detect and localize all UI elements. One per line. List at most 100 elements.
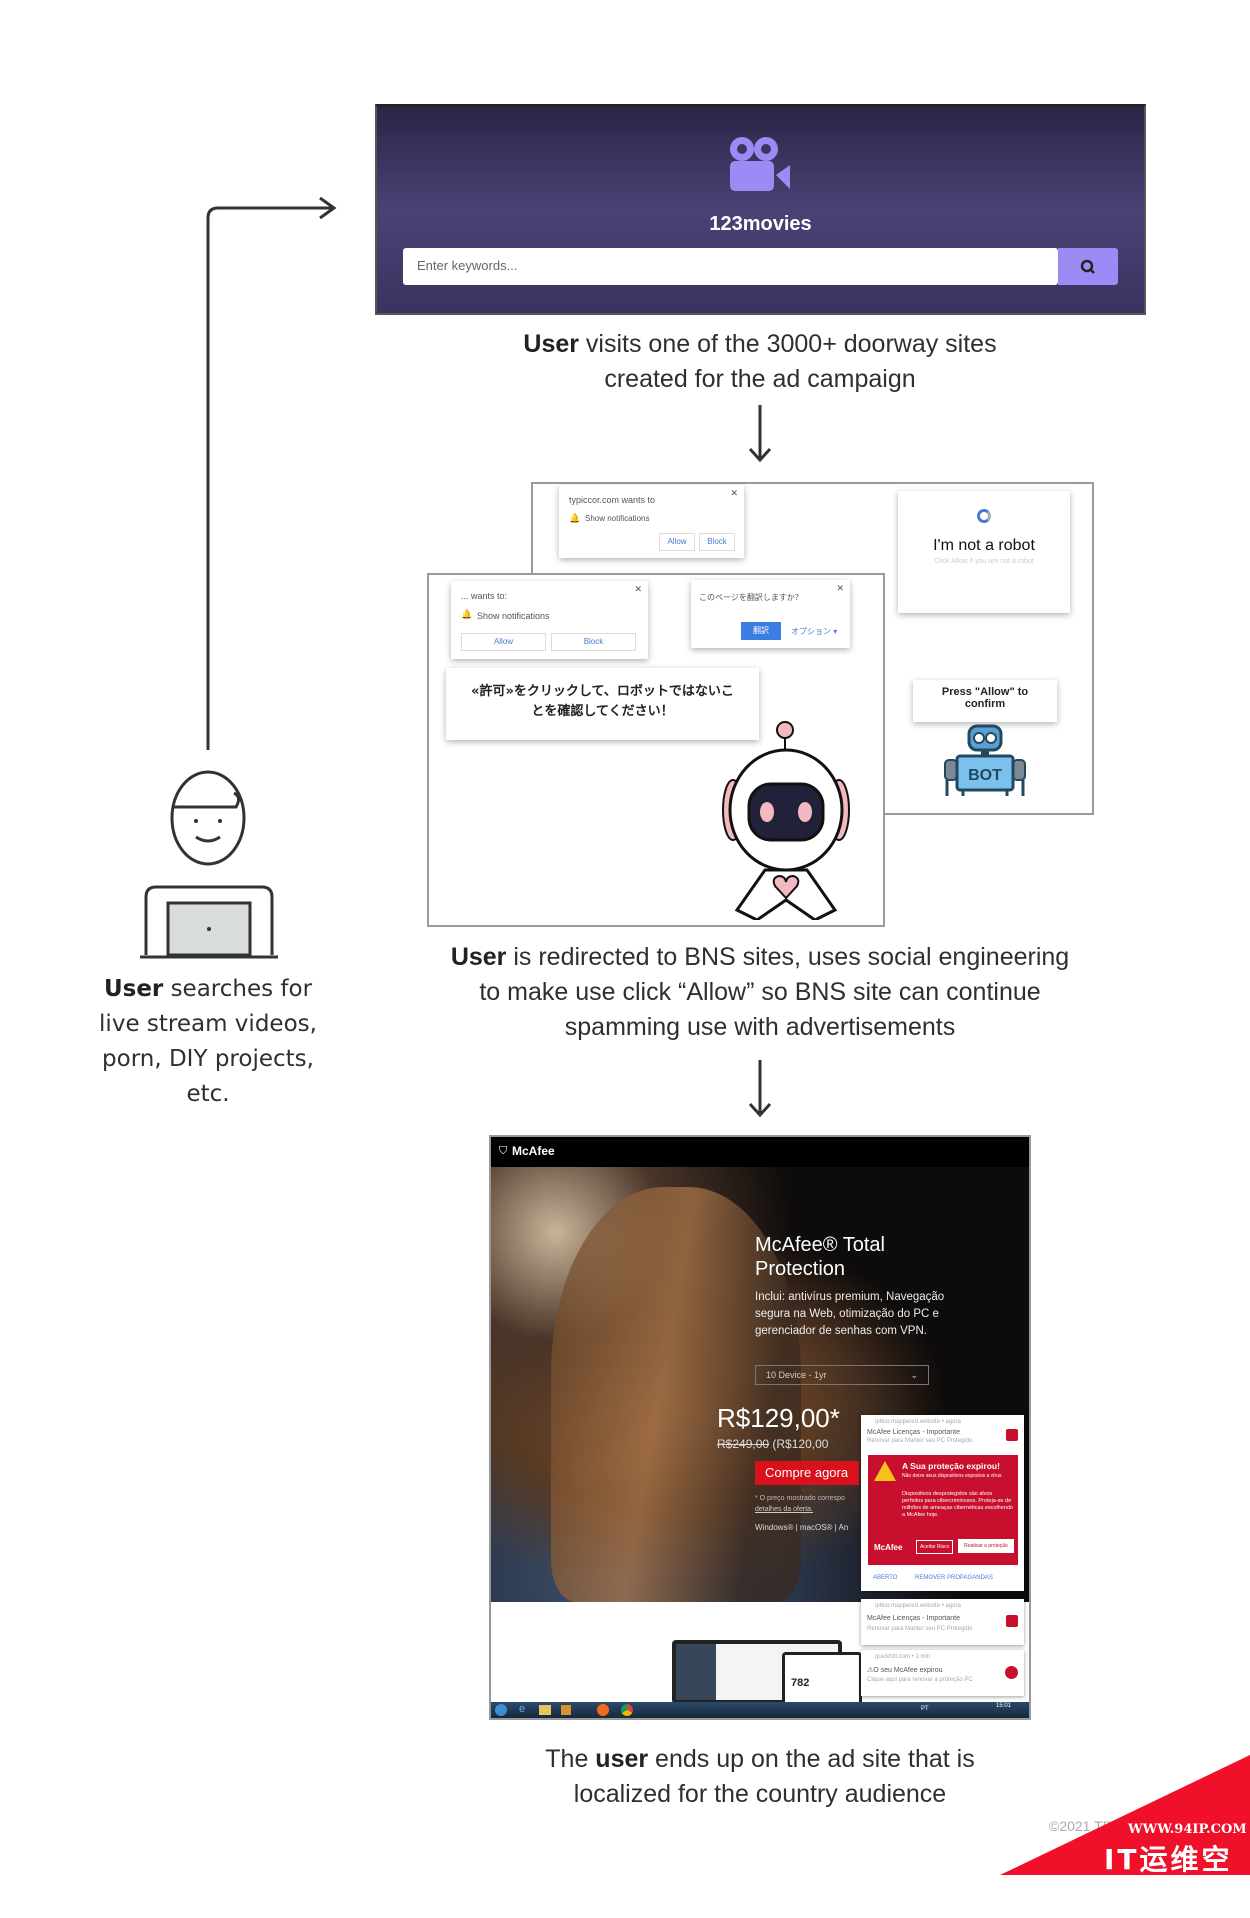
- press-allow-box: Press "Allow" to confirm: [913, 680, 1057, 722]
- notification-title: McAfee Licenças - Importante: [867, 1429, 960, 1436]
- speech-bubble: «許可»をクリックして、ロボットではないことを確認してください！: [446, 668, 759, 740]
- caption-text: is redirected to BNS sites, uses social …: [479, 943, 1070, 1041]
- caption-bold: User: [523, 330, 579, 358]
- site-header: ⛉ McAfee: [491, 1137, 1029, 1167]
- tablet-image: 782: [782, 1652, 862, 1708]
- clock[interactable]: 15:01: [996, 1703, 1012, 1709]
- watermark-name: IT运维空间: [1104, 1843, 1233, 1916]
- popup-item: Show notifications: [585, 514, 650, 523]
- language-indicator[interactable]: PT: [921, 1706, 929, 1712]
- search-icon: [1080, 259, 1095, 274]
- product-title: McAfee® Total Protection: [755, 1234, 885, 1280]
- site-title: 123movies: [709, 213, 812, 235]
- mcafee-shield-icon: ⛉: [499, 1145, 508, 1157]
- caption-bold: user: [595, 1745, 649, 1773]
- bell-icon: 🔔: [569, 513, 581, 523]
- bns-site-front-screenshot: ... wants to: ✕ 🔔 Show notifications All…: [427, 573, 885, 927]
- notification-source: quickfoit.com • 1 min: [875, 1654, 931, 1660]
- push-notification[interactable]: quickfoit.com • 1 min ⚠O seu McAfee expi…: [861, 1650, 1024, 1696]
- captcha-box: I'm not a robot Click Allow if you are n…: [898, 491, 1070, 613]
- media-player-icon[interactable]: [561, 1705, 571, 1715]
- alert-banner: A Sua proteção expirou! Não deixe seus d…: [868, 1455, 1018, 1565]
- buy-now-button[interactable]: Compre agora: [755, 1461, 859, 1485]
- chrome-icon[interactable]: [621, 1704, 633, 1716]
- price: R$129,00*: [717, 1403, 840, 1433]
- popup-item: Show notifications: [477, 611, 550, 621]
- remove-ads-button[interactable]: REMOVER PROPAGANDAS: [915, 1575, 993, 1581]
- captcha-subtitle: Click Allow if you are not a robot: [934, 558, 1034, 565]
- internet-explorer-icon[interactable]: e: [519, 1703, 526, 1715]
- alert-subtitle: Não deixe seus dispositivos expostos a v…: [902, 1473, 1002, 1479]
- folder-icon[interactable]: [539, 1705, 551, 1715]
- recaptcha-icon: [977, 509, 991, 523]
- platforms: Windows® | macOS® | An: [755, 1523, 849, 1532]
- close-icon[interactable]: ✕: [730, 488, 738, 498]
- caption-text: The: [545, 1745, 596, 1773]
- old-price: R$249,00: [717, 1437, 770, 1451]
- search-button[interactable]: [1058, 248, 1118, 285]
- caption-bold: User: [450, 943, 507, 971]
- popup-title: このページを翻訳しますか？: [699, 593, 803, 602]
- notification-title: McAfee Licenças - Importante: [867, 1615, 960, 1622]
- bot-robot-icon: BOT: [944, 724, 1026, 796]
- down-arrow-icon: [748, 405, 772, 463]
- allow-button[interactable]: Allow: [659, 533, 695, 551]
- start-button-icon[interactable]: [495, 1704, 507, 1716]
- step2-caption: User is redirected to BNS sites, uses so…: [450, 940, 1070, 1045]
- watermark-url: WWW.94IP.COM: [1128, 1822, 1247, 1837]
- device-score: 782: [785, 1655, 859, 1705]
- alert-title: A Sua proteção expirou!: [902, 1461, 1000, 1471]
- notification-source: iptkor.mappered.website • agora: [875, 1419, 961, 1425]
- offer-details-link[interactable]: detalhes da oferta.: [755, 1506, 813, 1513]
- savings: (R$120,00: [772, 1437, 829, 1451]
- popup-title: typiccor.com wants to: [569, 495, 656, 505]
- block-button[interactable]: Block: [551, 633, 636, 651]
- notification-body: Clique aqui para renovar a proteção PC: [867, 1677, 973, 1683]
- notification-source: iptkor.mappered.website • agora: [875, 1603, 961, 1609]
- notification-body: Renovar para Manter seu PC Protegido: [867, 1438, 973, 1444]
- old-price-line: R$249,00 (R$120,00: [717, 1437, 828, 1451]
- speech-text: «許可»をクリックして、ロボットではないことを確認してください！: [471, 684, 734, 719]
- captcha-title: I'm not a robot: [933, 537, 1035, 554]
- bot-label: BOT: [968, 767, 1002, 784]
- allow-button[interactable]: Allow: [461, 633, 546, 651]
- close-icon[interactable]: ✕: [634, 584, 642, 594]
- notification-permission-popup: typiccor.com wants to ✕ 🔔 Show notificat…: [559, 485, 744, 558]
- firefox-icon[interactable]: [597, 1704, 609, 1716]
- devices-image: 782: [672, 1640, 867, 1708]
- mcafee-ad-site-screenshot: ⛉ McAfee McAfee® Total Protection Inclui…: [489, 1135, 1031, 1720]
- block-button[interactable]: Block: [699, 533, 735, 551]
- mcafee-app-icon: [1006, 1615, 1018, 1627]
- notification-body: Renovar para Manter seu PC Protegido: [867, 1626, 973, 1632]
- open-button[interactable]: ABERTO: [873, 1575, 898, 1581]
- reactivate-protection-button[interactable]: Reativar a proteção: [958, 1539, 1014, 1553]
- plan-select-value: 10 Device - 1yr: [766, 1370, 827, 1380]
- step1-caption: User visits one of the 3000+ doorway sit…: [495, 327, 1025, 397]
- caption-text: ends up on the ad site that is localized…: [573, 1745, 975, 1808]
- translate-popup: このページを翻訳しますか？ ✕ 翻訳 オプション ▾: [691, 580, 850, 648]
- step3-caption: The user ends up on the ad site that is …: [520, 1742, 1000, 1812]
- popup-title: ... wants to:: [461, 591, 508, 601]
- product-description: Inclui: antivírus premium, Navegação seg…: [755, 1291, 945, 1337]
- plan-select[interactable]: 10 Device - 1yr⌄: [755, 1365, 929, 1385]
- push-notification-expanded[interactable]: iptkor.mappered.website • agora McAfee L…: [861, 1415, 1024, 1591]
- notification-permission-popup: ... wants to: ✕ 🔔 Show notifications All…: [451, 581, 648, 659]
- cute-robot-illustration: [722, 721, 850, 920]
- caption-bold: User: [103, 976, 164, 1002]
- user-at-laptop-icon: [140, 770, 278, 959]
- translate-button[interactable]: 翻訳: [741, 622, 781, 640]
- doorway-site-screenshot: 123movies Enter keywords...: [375, 104, 1146, 315]
- flow-connector-arrow: [206, 196, 337, 750]
- video-camera-icon: [730, 137, 790, 191]
- accept-risk-button[interactable]: Aceitar Risco: [916, 1540, 954, 1554]
- push-notification[interactable]: iptkor.mappered.website • agora McAfee L…: [861, 1599, 1024, 1645]
- search-input[interactable]: Enter keywords...: [403, 248, 1058, 285]
- windows-taskbar: e PT 15:01: [491, 1702, 1029, 1718]
- bell-icon: 🔔: [461, 609, 473, 619]
- caption-text: visits one of the 3000+ doorway sites cr…: [578, 330, 997, 393]
- left-caption: User searches for live stream videos, po…: [95, 972, 321, 1112]
- options-button[interactable]: オプション ▾: [791, 627, 838, 636]
- notification-title: ⚠O seu McAfee expirou: [867, 1667, 943, 1674]
- close-icon[interactable]: ✕: [836, 583, 844, 593]
- warning-icon: [874, 1461, 896, 1481]
